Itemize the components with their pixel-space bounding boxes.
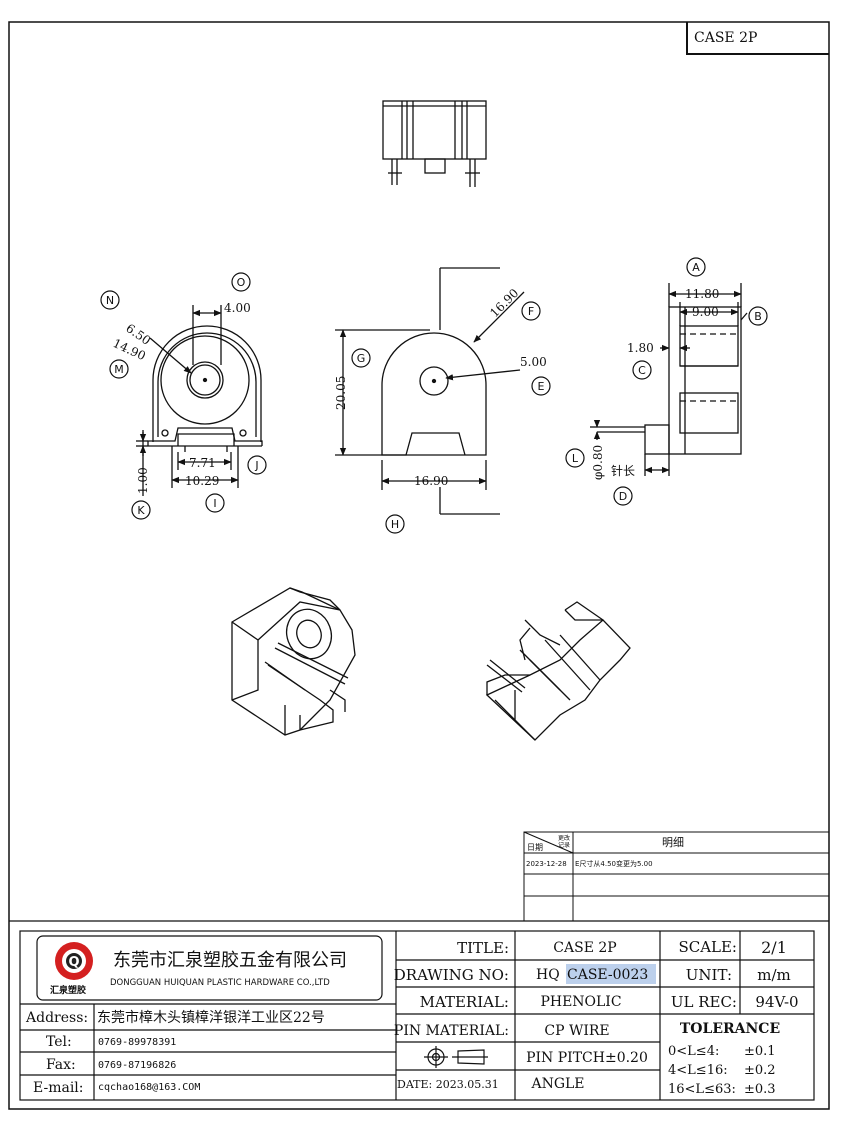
isometric-view-right bbox=[485, 601, 631, 741]
reference-letter-text: A B C D E F G H I J K L M N O bbox=[106, 261, 762, 531]
dim-i-width: 10.29 bbox=[185, 474, 219, 488]
dim-front-radius: 16.90 bbox=[487, 286, 521, 320]
pin-material-value: CP WIRE bbox=[544, 1023, 609, 1039]
fax-label: Fax: bbox=[46, 1057, 76, 1073]
tolerance-label: TOLERANCE bbox=[680, 1021, 780, 1037]
isometric-view-left bbox=[231, 587, 356, 736]
corner-title-box: CASE 2P bbox=[686, 22, 829, 55]
dim-o-top: 4.00 bbox=[224, 301, 251, 315]
dim-j-inner: 7.71 bbox=[189, 456, 216, 470]
label-d: D bbox=[619, 490, 627, 503]
tol-1-value: ±0.1 bbox=[744, 1044, 776, 1059]
label-e: E bbox=[538, 380, 545, 393]
email-label: E-mail: bbox=[33, 1080, 84, 1096]
dim-front-height: 20.05 bbox=[334, 376, 348, 410]
unit-value: m/m bbox=[757, 966, 791, 984]
label-b: B bbox=[754, 310, 762, 323]
label-o: O bbox=[237, 276, 246, 289]
label-a: A bbox=[692, 261, 700, 274]
material-label: MATERIAL: bbox=[420, 993, 509, 1011]
label-m: M bbox=[114, 363, 124, 376]
projection-symbol bbox=[424, 1046, 488, 1068]
dim-front-width: 16.90 bbox=[414, 474, 448, 488]
dim-side-inner: 9.00 bbox=[692, 305, 719, 319]
title-label: TITLE: bbox=[457, 939, 509, 957]
drawing-no-highlight bbox=[566, 964, 656, 984]
date-value: DATE: 2023.05.31 bbox=[397, 1078, 499, 1091]
rev-row-date: 2023-12-28 bbox=[526, 860, 567, 868]
logo-caption: 汇泉塑胶 bbox=[50, 984, 86, 996]
ul-rec-label: UL REC: bbox=[671, 993, 737, 1011]
bottom-view-labels: 4.00 6.50 14.90 7.71 10.29 1.00 bbox=[111, 301, 251, 494]
title-block-lines bbox=[9, 920, 829, 1101]
dim-k-height: 1.00 bbox=[136, 467, 150, 494]
label-l: L bbox=[572, 452, 579, 465]
fax-value: 0769-87196826 bbox=[98, 1060, 176, 1071]
tel-label: Tel: bbox=[46, 1034, 72, 1050]
title-value: CASE 2P bbox=[553, 940, 616, 956]
dim-pin-len: 针长 bbox=[611, 463, 635, 478]
drawing-no-value[interactable]: CASE-0023 bbox=[567, 967, 648, 983]
unit-label: UNIT: bbox=[686, 966, 732, 984]
angle-label: ANGLE bbox=[530, 1076, 584, 1092]
company-logo: Q 汇泉塑胶 bbox=[50, 942, 93, 996]
company-name-cn: 东莞市汇泉塑胶五金有限公司 bbox=[113, 950, 347, 971]
tol-3-range: 16<L≤63: bbox=[668, 1082, 736, 1097]
company-name-en: DONGGUAN HUIQUAN PLASTIC HARDWARE CO.,LT… bbox=[110, 978, 330, 988]
tol-2-range: 4<L≤16: bbox=[668, 1063, 728, 1078]
revision-table: 日期 更改 记录 明细 2023-12-28 E尺寸从4.50变更为5.00 bbox=[523, 831, 830, 922]
dim-side-wall: 1.80 bbox=[627, 341, 654, 355]
front-view bbox=[335, 267, 525, 515]
label-k: K bbox=[137, 504, 145, 517]
label-n: N bbox=[106, 294, 114, 307]
top-view bbox=[382, 100, 487, 187]
scale-value: 2/1 bbox=[761, 938, 787, 957]
address-label: Address: bbox=[25, 1010, 88, 1026]
dim-side-total: 11.80 bbox=[685, 287, 719, 301]
rev-header-1: 更改 bbox=[558, 834, 570, 842]
logo-letter: Q bbox=[68, 955, 79, 970]
label-g: G bbox=[357, 352, 366, 365]
tol-3-value: ±0.3 bbox=[744, 1082, 776, 1097]
ul-rec-value: 94V-0 bbox=[755, 993, 798, 1011]
drawing-no-label: DRAWING NO: bbox=[394, 966, 509, 984]
tol-1-range: 0<L≤4: bbox=[668, 1044, 719, 1059]
email-value: cqchao168@163.COM bbox=[98, 1082, 200, 1093]
rev-detail-header: 明细 bbox=[662, 836, 684, 849]
label-j: J bbox=[254, 459, 258, 472]
material-value: PHENOLIC bbox=[540, 994, 621, 1010]
pin-pitch-value: PIN PITCH±0.20 bbox=[526, 1050, 648, 1066]
dim-front-hole: 5.00 bbox=[520, 355, 547, 369]
label-c: C bbox=[638, 364, 646, 377]
rev-row-detail: E尺寸从4.50变更为5.00 bbox=[575, 859, 653, 868]
tel-value: 0769-89978391 bbox=[98, 1037, 176, 1048]
label-h: H bbox=[391, 518, 399, 531]
tol-2-value: ±0.2 bbox=[744, 1063, 776, 1078]
dim-pin-dia: φ0.80 bbox=[591, 445, 605, 480]
rev-header-2: 记录 bbox=[558, 841, 570, 849]
corner-label: CASE 2P bbox=[694, 30, 757, 46]
side-view-labels: 11.80 9.00 1.80 φ0.80 针长 bbox=[591, 287, 719, 480]
scale-label: SCALE: bbox=[678, 938, 737, 956]
bottom-view bbox=[136, 305, 263, 496]
reference-letters bbox=[100, 257, 768, 534]
rev-date-header: 日期 bbox=[527, 843, 543, 852]
sheet-border bbox=[8, 21, 830, 1110]
drawing-no-prefix: HQ bbox=[536, 967, 560, 983]
label-i: I bbox=[213, 497, 216, 510]
side-view bbox=[590, 283, 748, 476]
label-f: F bbox=[528, 305, 534, 318]
address-value: 东莞市樟木头镇樟洋银洋工业区22号 bbox=[97, 1009, 325, 1026]
pin-material-label: PIN MATERIAL: bbox=[394, 1023, 509, 1039]
